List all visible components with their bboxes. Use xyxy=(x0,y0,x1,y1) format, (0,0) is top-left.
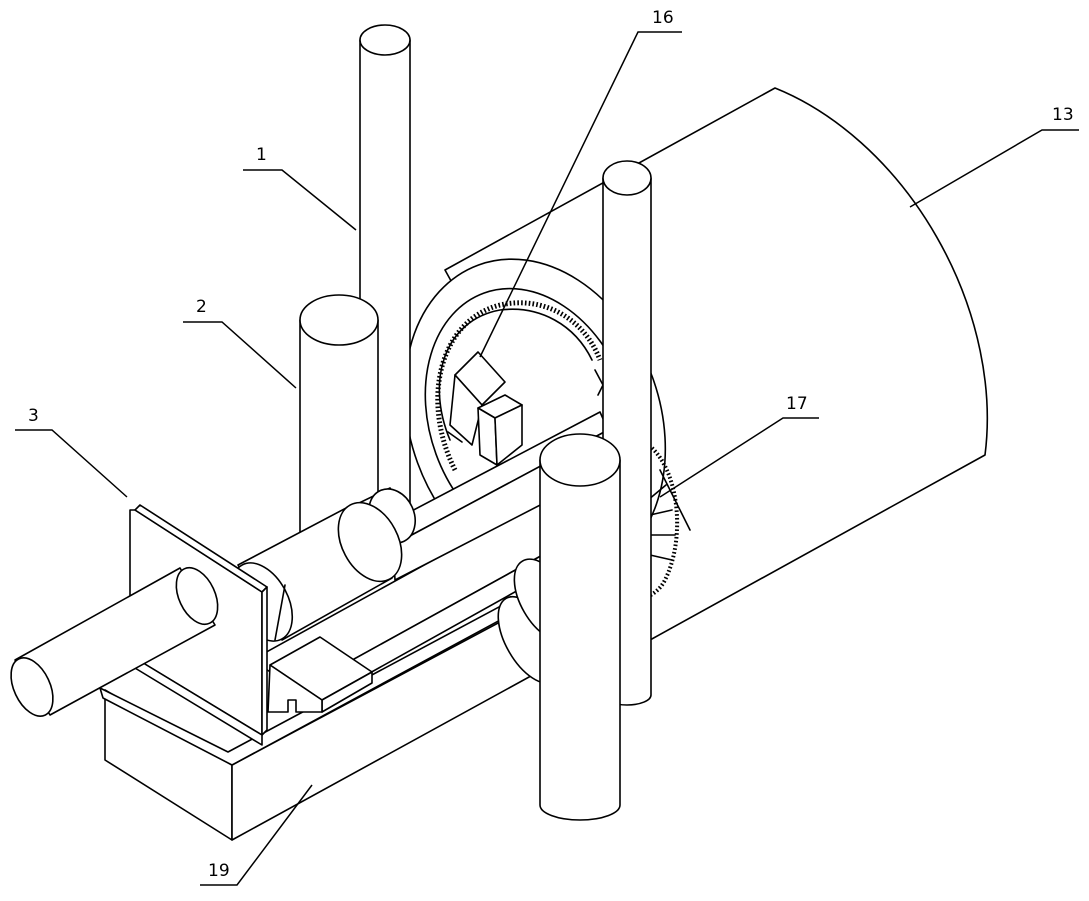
post-front-right xyxy=(539,433,621,821)
output-shaft xyxy=(10,566,219,717)
label-1: 1 xyxy=(256,145,267,165)
label-16: 16 xyxy=(652,8,674,28)
clamp-block xyxy=(447,351,523,466)
label-13: 13 xyxy=(1052,105,1074,125)
post-2 xyxy=(299,294,379,546)
label-19: 19 xyxy=(208,861,230,881)
base-frame xyxy=(99,576,566,841)
leader-lines xyxy=(15,31,1079,886)
slider-block xyxy=(267,636,373,713)
label-17: 17 xyxy=(786,394,808,414)
ring-gear xyxy=(435,300,691,600)
label-3: 3 xyxy=(28,406,39,426)
label-2: 2 xyxy=(196,297,207,317)
